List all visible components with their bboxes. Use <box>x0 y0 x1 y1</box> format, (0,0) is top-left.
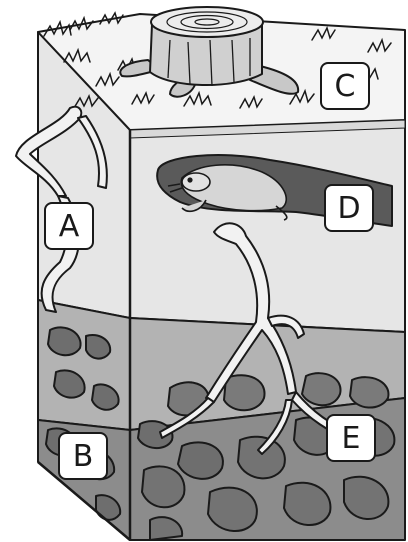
label-d: D <box>324 184 374 232</box>
tree-stump-icon <box>119 6 300 98</box>
label-a: A <box>44 202 94 250</box>
bottom-left-edge <box>37 461 131 541</box>
label-b: B <box>58 432 108 480</box>
label-e: E <box>326 414 376 462</box>
label-c: C <box>320 62 370 110</box>
mole-icon <box>167 164 288 221</box>
